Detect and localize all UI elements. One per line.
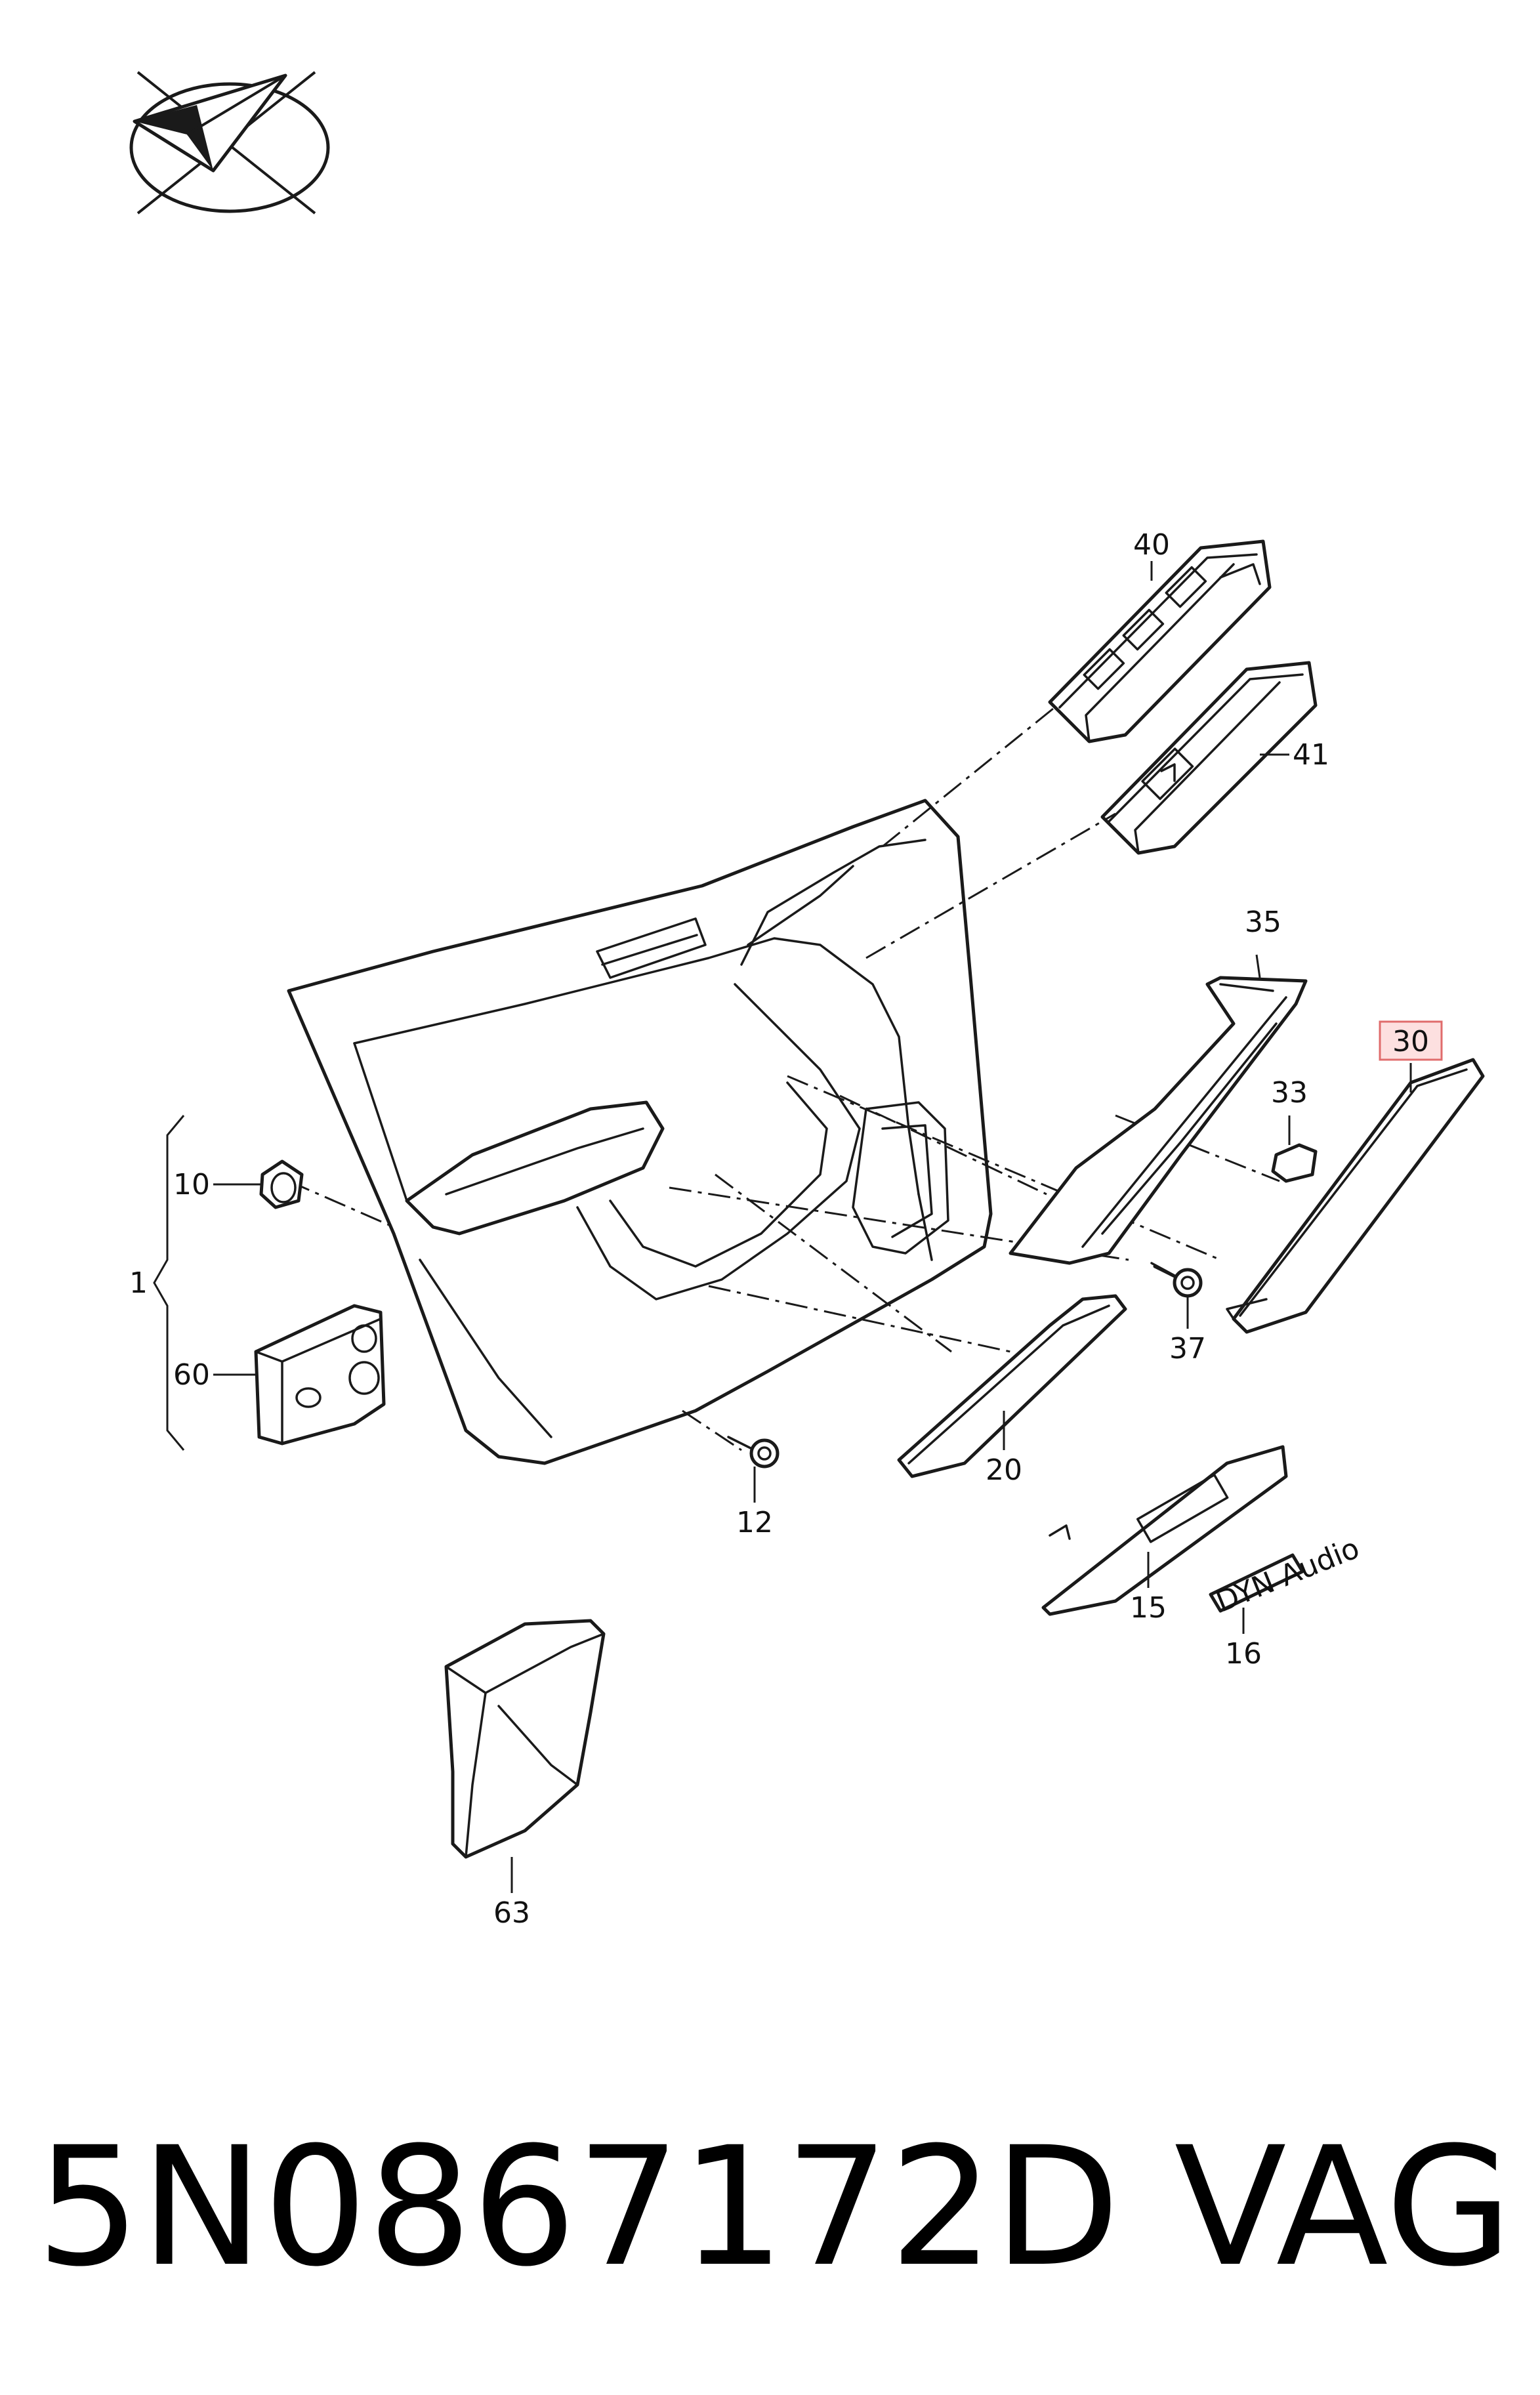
part-30-trim-strip	[1226, 1058, 1485, 1334]
callout-30: 30	[1392, 1025, 1429, 1058]
part-12-screw	[727, 1436, 780, 1468]
part-37-screw	[1150, 1262, 1203, 1298]
door-trim-panel	[287, 799, 993, 1465]
callout-60: 60	[173, 1358, 210, 1392]
callout-37: 37	[1169, 1332, 1206, 1365]
group-1-bracket	[153, 1115, 185, 1451]
dyn-audio-badge-text: DYN Audio	[1211, 1531, 1364, 1619]
part-20-lower-trim	[897, 1294, 1127, 1478]
callout-41: 41	[1293, 738, 1329, 772]
part-number: 5N0867172D	[36, 2112, 1120, 2302]
part-63-insulation-pad	[444, 1619, 606, 1859]
part-35-trim-strip	[1009, 976, 1308, 1265]
callout-63: 63	[493, 1896, 530, 1930]
part-60-insulation-block	[254, 1304, 386, 1446]
part-33-clip	[1271, 1143, 1318, 1183]
callout-40: 40	[1133, 528, 1170, 562]
part-41-window-switch-unit	[1100, 661, 1318, 855]
part-40-window-switch-unit	[1048, 539, 1272, 743]
callout-35: 35	[1245, 906, 1281, 939]
brand-label: VAG	[1175, 2112, 1512, 2302]
callout-16: 16	[1225, 1637, 1262, 1671]
callout-12: 12	[736, 1506, 773, 1539]
callout-1: 1	[129, 1266, 148, 1300]
callout-30-highlight	[1379, 1020, 1443, 1061]
checkmark-plane-logo-icon	[129, 71, 330, 215]
part-15-speaker-cover	[1041, 1445, 1288, 1616]
callout-15: 15	[1130, 1591, 1167, 1625]
callout-20: 20	[986, 1453, 1022, 1487]
part-10-clip	[259, 1159, 304, 1209]
callout-10: 10	[173, 1168, 210, 1201]
part-16-dyn-audio-badge: DYN Audio	[1209, 1531, 1364, 1619]
callout-33: 33	[1271, 1076, 1308, 1110]
